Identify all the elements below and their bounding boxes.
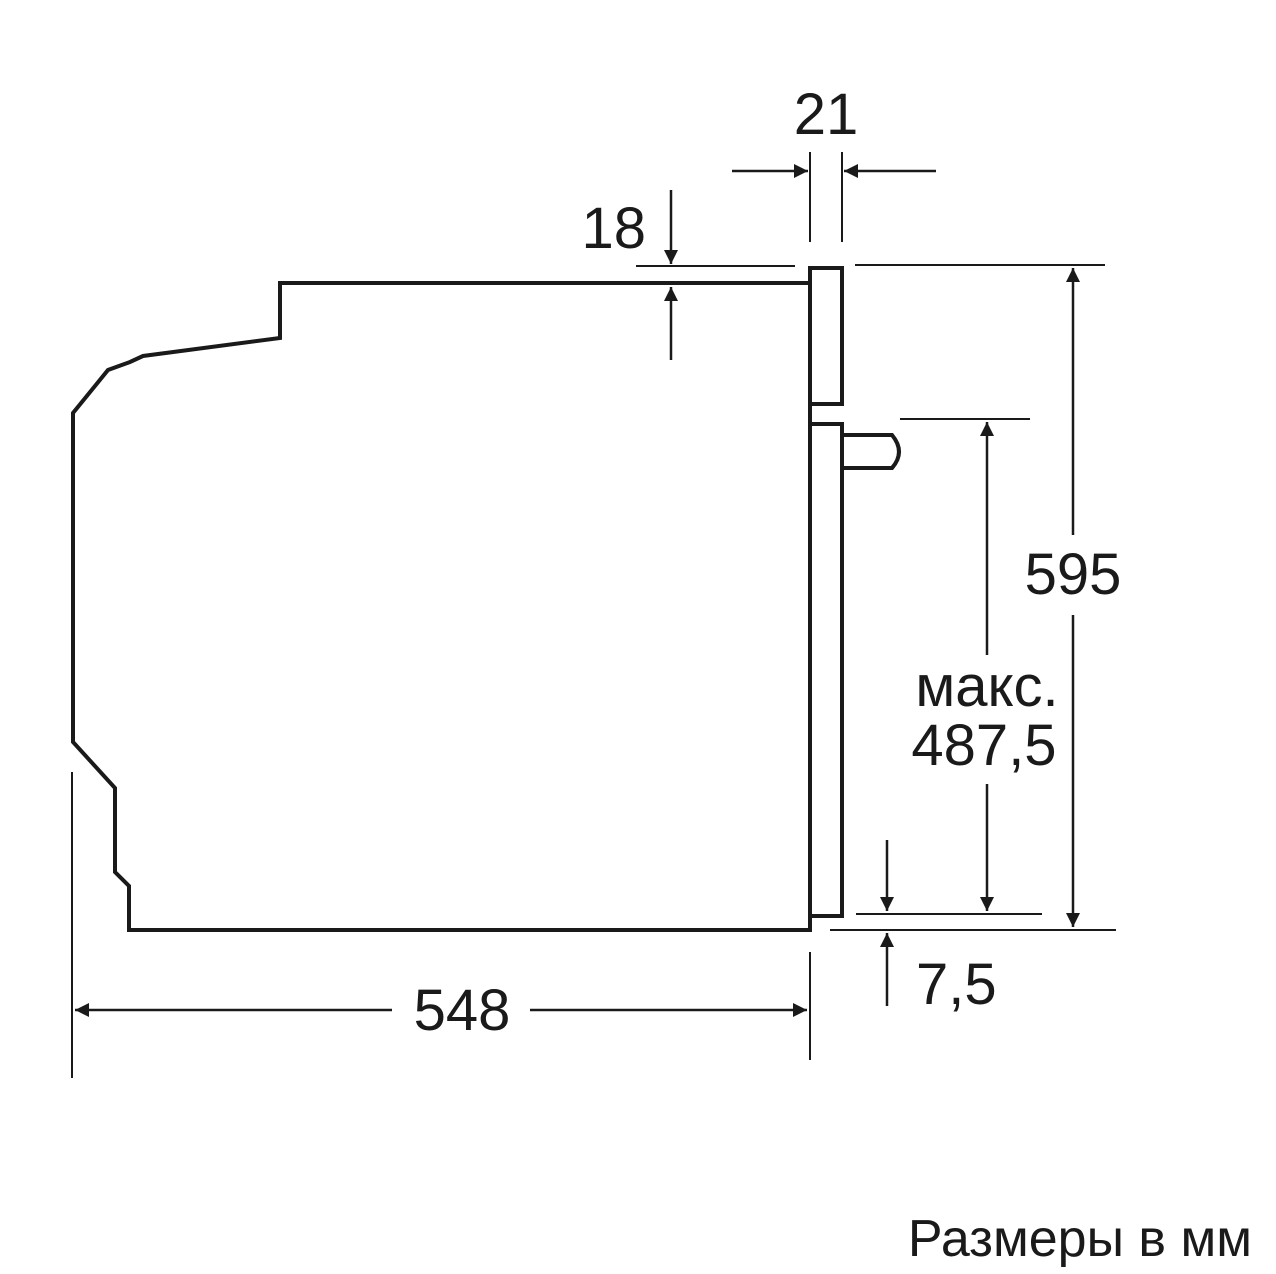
handle-label-value: 487,5 [911, 713, 1056, 778]
door-thickness-label: 21 [794, 82, 859, 147]
height-label: 595 [1025, 542, 1122, 607]
door-main-panel [808, 422, 844, 918]
bottom-gap-label: 7,5 [916, 952, 997, 1017]
door-handle [842, 433, 901, 470]
units-caption: Размеры в мм [908, 1210, 1252, 1268]
oven-body-outline [71, 281, 812, 932]
door-top-panel [808, 266, 844, 406]
depth-label: 548 [414, 978, 511, 1043]
top-gap-label: 18 [581, 196, 646, 261]
handle-label-prefix: макс. [915, 654, 1058, 719]
